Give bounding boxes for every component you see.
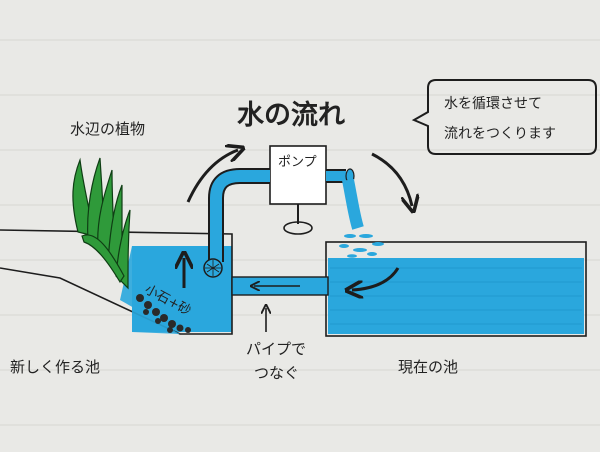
- current-pond-label: 現在の池: [398, 358, 458, 376]
- outlet-pipe: [326, 168, 384, 258]
- callout-line-1: 水を循環させて: [444, 96, 542, 112]
- pump-icon: ポンプ: [269, 145, 327, 235]
- splash-droplets: [339, 234, 384, 258]
- callout-line-2: 流れをつくります: [444, 126, 556, 142]
- plant-icon: [72, 157, 131, 290]
- current-pond: [325, 241, 587, 337]
- callout-bubble: 水を循環させて 流れをつくります: [411, 79, 597, 155]
- new-pond-label: 新しく作る池: [10, 358, 100, 376]
- intake-pipe: [203, 168, 270, 278]
- diagram-title: 水の流れ: [237, 100, 345, 131]
- pipe-label-line-2: つなぐ: [254, 364, 299, 382]
- pump-label: ポンプ: [278, 155, 317, 170]
- rock-icon: [136, 294, 191, 333]
- curved-arrow-icon: [184, 150, 412, 290]
- plants-label: 水辺の植物: [70, 120, 145, 138]
- pipe-label-line-1: パイプで: [246, 340, 306, 358]
- straight-arrow-icon: [254, 286, 300, 332]
